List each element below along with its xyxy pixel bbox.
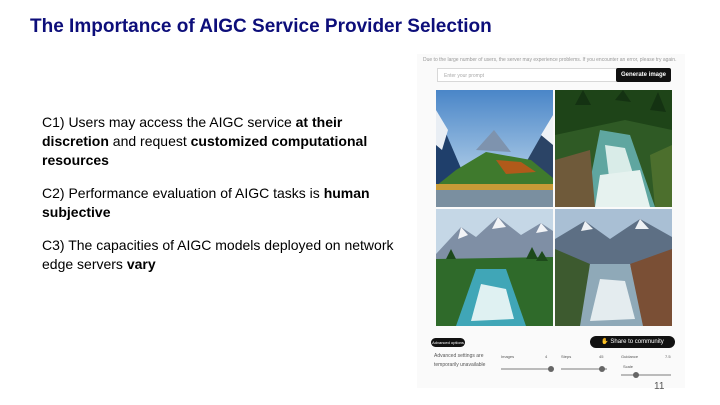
slide-title: The Importance of AIGC Service Provider … — [30, 16, 492, 37]
guidance-thumb[interactable] — [633, 372, 639, 378]
images-thumb[interactable] — [548, 366, 554, 372]
guidance-track — [621, 374, 671, 376]
generated-image-2[interactable] — [555, 90, 672, 207]
point-emphasis: customized computational resources — [42, 133, 368, 168]
steps-track — [561, 368, 607, 370]
generate-image-button[interactable]: Generate image — [616, 68, 671, 82]
point-emphasis: at their discretion — [42, 114, 343, 149]
steps-label: Steps — [561, 354, 572, 359]
images-track — [501, 368, 551, 370]
point-text: C1) Users may access the AIGC service — [42, 114, 296, 130]
generated-image-1[interactable] — [436, 90, 553, 207]
scale-label: Scale — [623, 364, 634, 369]
point-text: and request — [108, 133, 191, 149]
advanced-settings-note: Advanced settings are temporarily unavai… — [434, 353, 486, 368]
share-icon: ✋ — [601, 339, 611, 345]
guidance-value: 7.5 — [665, 354, 671, 359]
share-to-community-button[interactable]: ✋ Share to community — [590, 336, 675, 348]
prompt-input[interactable]: Enter your prompt — [437, 68, 633, 82]
point-c2: C2) Performance evaluation of AIGC tasks… — [42, 184, 402, 222]
images-value: 4 — [545, 354, 548, 359]
share-label: Share to community — [610, 339, 664, 345]
challenge-list: C1) Users may access the AIGC service at… — [42, 113, 402, 288]
steps-value: 45 — [599, 354, 604, 359]
guidance-label: Guidance — [621, 354, 639, 359]
server-notice: Due to the large number of users, the se… — [423, 57, 677, 63]
generated-image-3[interactable] — [436, 209, 553, 326]
advanced-options-button[interactable]: Advanced options — [431, 338, 465, 347]
point-text: C3) The capacities of AIGC models deploy… — [42, 237, 394, 272]
point-emphasis: vary — [126, 256, 156, 272]
page-number: 11 — [654, 381, 665, 392]
generated-image-4[interactable] — [555, 209, 672, 326]
point-c1: C1) Users may access the AIGC service at… — [42, 113, 402, 170]
aigc-app-screenshot: Due to the large number of users, the se… — [417, 54, 685, 388]
steps-thumb[interactable] — [599, 366, 606, 372]
point-c3: C3) The capacities of AIGC models deploy… — [42, 236, 402, 274]
images-label: Images — [501, 354, 515, 359]
point-text: C2) Performance evaluation of AIGC tasks… — [42, 185, 324, 201]
point-emphasis: human subjective — [42, 185, 370, 220]
